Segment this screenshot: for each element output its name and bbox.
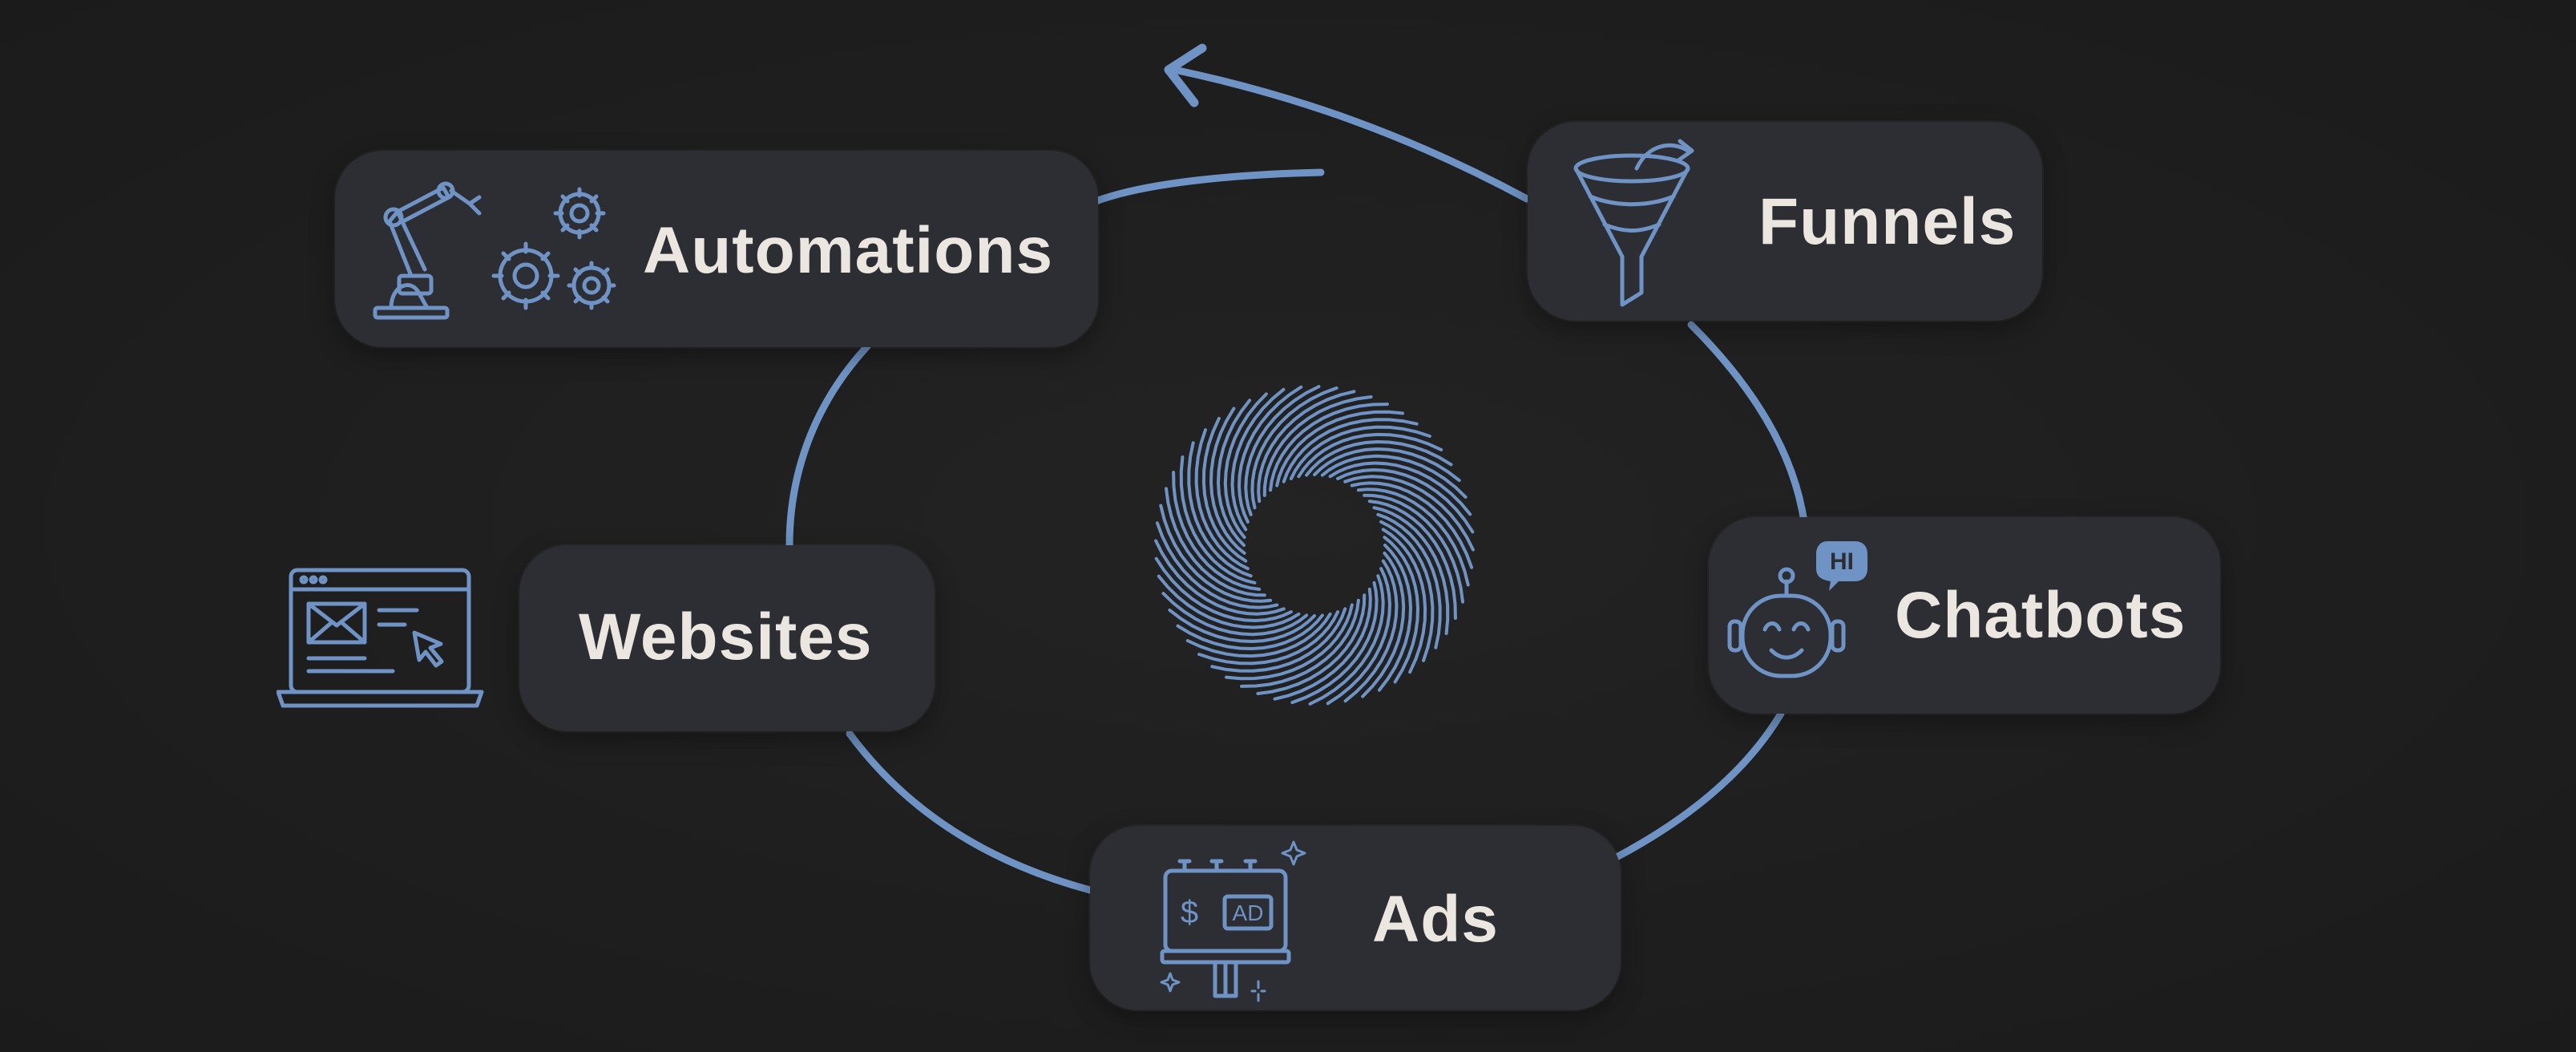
spiral-stroke (1383, 536, 1420, 684)
spiral-stroke (1179, 455, 1257, 585)
connector-arc-top-right (1174, 67, 1531, 203)
node-websites: Websites (519, 545, 935, 731)
node-automations: Automations (335, 151, 1098, 347)
spiral-stroke (1282, 418, 1419, 484)
spiral-stroke (1168, 608, 1316, 644)
spiral-stroke (1172, 471, 1262, 591)
node-label-automations: Automations (643, 214, 1054, 287)
spiral-stroke (1154, 556, 1293, 623)
spiral-stroke (1328, 461, 1472, 516)
spiral-stroke (1256, 593, 1367, 695)
node-label-websites: Websites (579, 601, 873, 674)
spiral-stroke (1165, 487, 1266, 597)
spiral-stroke (1197, 610, 1340, 666)
spiral-stroke (1210, 607, 1347, 673)
connector-arc-bottom-left (846, 730, 1094, 894)
spiral-stroke (1326, 567, 1392, 706)
spiral-stroke (1157, 574, 1301, 629)
spiral-stroke (1154, 539, 1286, 616)
spiral-stroke (1313, 447, 1461, 483)
spiral-stroke (1363, 493, 1464, 604)
spiral-stroke (1343, 559, 1399, 703)
spiral-stroke (1155, 521, 1279, 609)
spiral-stroke (1185, 612, 1332, 658)
spiral-stroke (1257, 390, 1356, 504)
node-funnels: Funnels (1528, 122, 2042, 321)
spiral-stroke (1376, 512, 1442, 649)
spiral-stroke (1377, 544, 1413, 692)
spiral-stroke (1273, 587, 1372, 701)
arrowhead-icon (1164, 43, 1207, 107)
billboard-icon: $ AD (1148, 837, 1308, 1005)
spiral-stroke (1244, 385, 1321, 516)
spiral-stroke (1194, 428, 1250, 571)
spiral-stroke (1297, 432, 1443, 479)
spiral-stroke (1240, 598, 1360, 688)
connector-arc-bottom-right (1611, 710, 1785, 862)
spiral-stroke (1343, 475, 1475, 552)
spiral-stroke (1159, 504, 1273, 603)
spiral-stroke (1336, 467, 1475, 534)
robot-arm-gears-icon (367, 173, 632, 326)
node-chatbots: HI Chatbots (1709, 517, 2220, 714)
spiral-stroke (1223, 392, 1268, 540)
spiral-stroke (1230, 387, 1286, 532)
spiral-stroke (1308, 574, 1385, 706)
spiral-stroke (1379, 520, 1435, 662)
funnel-icon (1568, 136, 1720, 313)
spiral-stroke (1361, 551, 1406, 698)
chat-bubble-text: HI (1830, 548, 1854, 575)
spiral-stroke (1275, 410, 1404, 488)
laptop-icon (277, 565, 485, 714)
spiral-stroke (1356, 488, 1470, 587)
node-label-funnels: Funnels (1758, 185, 2017, 258)
spiral-stroke (1269, 403, 1389, 492)
connector-arc-left (785, 342, 871, 549)
ad-sign-text: AD (1233, 900, 1264, 925)
spiral-stroke (1290, 581, 1379, 705)
connector-arc-top-left (1094, 168, 1325, 204)
spiral-stroke (1372, 506, 1450, 635)
spiral-stroke (1216, 399, 1252, 547)
node-label-ads: Ads (1372, 883, 1499, 956)
spiral-stroke (1367, 500, 1457, 620)
spiral-stroke (1201, 416, 1248, 563)
spiral-stroke (1320, 454, 1468, 499)
spiral-stroke (1262, 395, 1373, 497)
spiral-stroke (1187, 441, 1253, 578)
robot-face-icon: HI (1718, 532, 1879, 692)
spiral-stroke (1225, 603, 1354, 681)
spiral-stroke (1305, 439, 1453, 477)
spiral-stroke (1250, 386, 1338, 510)
node-label-chatbots: Chatbots (1895, 579, 2186, 652)
spiral-stroke (1289, 425, 1431, 480)
connector-arc-right (1687, 321, 1807, 521)
ad-currency-text: $ (1181, 895, 1198, 930)
spiral-stroke (1237, 385, 1303, 524)
node-ads: $ AD Ads (1090, 826, 1621, 1010)
spiral-stroke (1381, 528, 1427, 674)
spiral-stroke (1176, 613, 1324, 651)
spiral-stroke (1161, 592, 1309, 637)
spiral-stroke (1350, 481, 1474, 569)
spiral-stroke (1209, 407, 1246, 555)
